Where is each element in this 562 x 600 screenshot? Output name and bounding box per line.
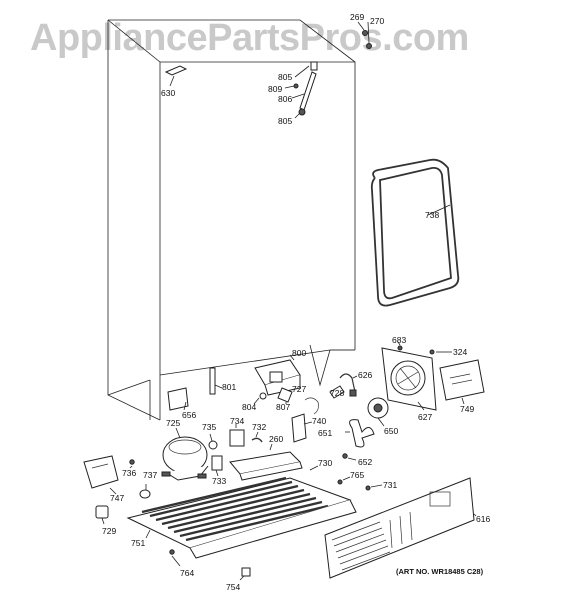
callout-747: 747 (110, 493, 124, 503)
part-729-block[interactable]: 729 (95, 505, 116, 536)
callout-728: 728 (330, 388, 344, 398)
part-804-807-clamps[interactable]: 804 807 (242, 387, 293, 412)
callout-652: 652 (358, 457, 372, 467)
callout-738: 738 (425, 210, 439, 220)
callout-732: 732 (252, 422, 266, 432)
callout-731: 731 (383, 480, 397, 490)
callout-630: 630 (161, 88, 175, 98)
part-730-tube[interactable]: 730 (309, 458, 332, 471)
callout-656: 656 (182, 410, 196, 420)
callout-740: 740 (312, 416, 326, 426)
part-754-foot[interactable]: 754 (226, 567, 251, 592)
part-616-grille[interactable]: 616 (324, 477, 490, 579)
callout-729: 729 (102, 526, 116, 536)
callout-727: 727 (292, 384, 306, 394)
part-650-fan-motor[interactable]: 650 (367, 397, 398, 436)
part-801-tube[interactable]: 801 (209, 367, 236, 395)
part-731-screw[interactable]: 731 (365, 480, 397, 491)
part-751-condenser[interactable]: 751 (126, 476, 357, 559)
callout-751: 751 (131, 538, 145, 548)
part-651-fan-blade[interactable]: 651 (318, 419, 375, 448)
part-749-cover[interactable]: 749 (439, 359, 485, 414)
part-683-324-screws[interactable]: 683 324 (392, 335, 467, 357)
callout-765: 765 (350, 470, 364, 480)
part-737-grommet[interactable]: 737 (139, 470, 157, 499)
callout-650: 650 (384, 426, 398, 436)
callout-749: 749 (460, 404, 474, 414)
part-806-drain-tube[interactable]: 805 809 806 805 (268, 61, 318, 126)
part-733-overload[interactable]: 733 (211, 455, 226, 486)
callout-683: 683 (392, 335, 406, 345)
callout-805-bottom: 805 (278, 116, 292, 126)
part-734-relay[interactable]: 734 (229, 416, 245, 447)
callout-805-top: 805 (278, 72, 292, 82)
callout-807: 807 (276, 402, 290, 412)
callout-735: 735 (202, 422, 216, 432)
callout-734: 734 (230, 416, 244, 426)
part-738-heater-loop[interactable]: 738 (370, 158, 460, 307)
part-627-fan-shroud[interactable]: 627 (381, 347, 437, 422)
part-732-tube[interactable]: 732 (251, 422, 266, 443)
callout-754: 754 (226, 582, 240, 592)
part-765-screw[interactable]: 765 (337, 470, 364, 485)
part-747-cover[interactable]: 747 (83, 455, 124, 503)
part-725-compressor[interactable]: 725 (161, 418, 209, 481)
callout-804: 804 (242, 402, 256, 412)
cabinet-body (107, 19, 356, 421)
callout-809: 809 (268, 84, 282, 94)
part-652-nut[interactable]: 652 (342, 453, 373, 467)
callout-616: 616 (476, 514, 490, 524)
callout-260: 260 (269, 434, 283, 444)
callout-270: 270 (370, 16, 384, 26)
part-630-tab[interactable]: 630 (161, 65, 188, 98)
callout-651: 651 (318, 428, 332, 438)
part-764-screw[interactable]: 764 (169, 549, 195, 578)
part-269-270-screws[interactable]: 269 270 (350, 12, 384, 49)
callout-324: 324 (453, 347, 467, 357)
callout-730: 730 (318, 458, 332, 468)
watermark-text: AppliancePartsPros.com (30, 17, 469, 59)
art-number: (ART NO. WR18485 C28) (396, 567, 484, 576)
part-626-harness[interactable]: 626 (339, 370, 372, 397)
callout-764: 764 (180, 568, 194, 578)
callout-801: 801 (222, 382, 236, 392)
callout-627: 627 (418, 412, 432, 422)
callout-736: 736 (122, 468, 136, 478)
callout-269: 269 (350, 12, 364, 22)
callout-806: 806 (278, 94, 292, 104)
part-656-bracket[interactable]: 656 (167, 387, 196, 420)
part-740-bracket[interactable]: 740 (291, 413, 326, 443)
part-735-cap[interactable]: 735 (202, 422, 218, 450)
part-727-728-wires[interactable]: 727 728 (292, 384, 345, 415)
callout-737: 737 (143, 470, 157, 480)
callout-626: 626 (358, 370, 372, 380)
part-736-clip[interactable]: 736 (122, 459, 136, 478)
callout-725: 725 (166, 418, 180, 428)
callout-733: 733 (212, 476, 226, 486)
callout-800: 800 (292, 348, 306, 358)
part-260-drain-pan[interactable]: 260 (229, 434, 303, 481)
